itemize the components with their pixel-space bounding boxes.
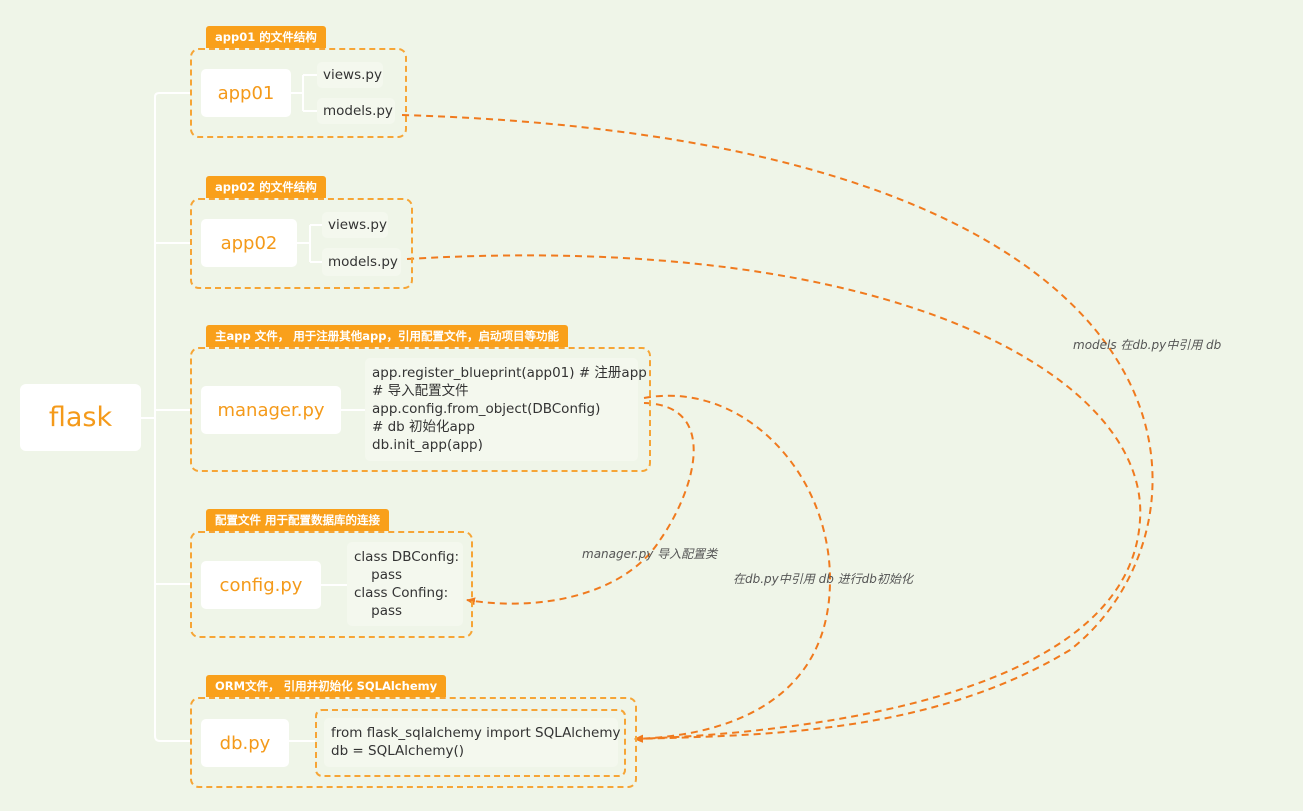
app01-node[interactable]: app01 [201, 69, 291, 117]
app01-group-tag: app01 的文件结构 [206, 26, 326, 48]
manager-node[interactable]: manager.py [201, 386, 341, 434]
arrow-app01-models-to-db [401, 114, 1154, 743]
root-node-flask[interactable]: flask [20, 384, 141, 451]
db-code-line: from flask_sqlalchemy import SQLAlchemy [331, 725, 621, 741]
db-code-line: db = SQLAlchemy() [331, 743, 465, 759]
manager-group [190, 347, 651, 472]
db-node[interactable]: db.py [201, 719, 289, 767]
config-group-tag: 配置文件 用于配置数据库的连接 [206, 509, 390, 531]
manager-code-block[interactable]: app.register_blueprint(app01) # 注册app # … [365, 358, 647, 461]
db-code-frame [315, 709, 626, 777]
arrow-app02-models-to-db [406, 254, 1142, 743]
tree-app02-branches [297, 224, 322, 263]
manager-code-line: # 导入配置文件 [372, 383, 469, 399]
config-node[interactable]: config.py [201, 561, 321, 609]
app01-group [190, 48, 407, 138]
note-manager-import-config: manager.py 导入配置类 [582, 547, 718, 561]
app02-models-leaf[interactable]: models.py [322, 248, 401, 276]
tree-lines [141, 74, 365, 742]
config-code-line: pass [354, 567, 403, 583]
arrow-manager-to-db [634, 394, 832, 743]
config-code-line: class DBConfig: [354, 549, 460, 565]
config-code-block[interactable]: class DBConfig: pass class Confing: pass [347, 542, 463, 626]
manager-group-tag: 主app 文件， 用于注册其他app，引用配置文件，启动项目等功能 [206, 325, 568, 347]
note-models-in-db: models 在db.py中引用 db [1073, 338, 1222, 352]
manager-code-line: db.init_app(app) [372, 437, 483, 453]
db-group-tag: ORM文件， 引用并初始化 SQLAlchemy [206, 675, 447, 697]
app01-views-leaf[interactable]: views.py [317, 62, 383, 88]
manager-code-line: # db 初始化app [372, 419, 475, 435]
db-code-block[interactable]: from flask_sqlalchemy import SQLAlchemy … [324, 718, 621, 767]
db-group [190, 697, 637, 788]
tree-trunk [141, 92, 191, 742]
app02-views-leaf[interactable]: views.py [322, 212, 388, 238]
note-db-init: 在db.py中引用 db 进行db初始化 [733, 572, 913, 586]
arrow-manager-to-config [466, 402, 695, 606]
app02-node[interactable]: app02 [201, 219, 297, 267]
manager-code-line: app.register_blueprint(app01) # 注册app [372, 365, 647, 381]
app02-group-tag: app02 的文件结构 [206, 176, 326, 198]
app02-group [190, 198, 413, 289]
config-code-line: class Confing: [354, 585, 449, 601]
app01-models-leaf[interactable]: models.py [317, 98, 395, 124]
config-code-line: pass [354, 603, 403, 619]
tree-app01-branches [291, 74, 317, 112]
config-group [190, 531, 473, 638]
manager-code-line: app.config.from_object(DBConfig) [372, 401, 601, 417]
